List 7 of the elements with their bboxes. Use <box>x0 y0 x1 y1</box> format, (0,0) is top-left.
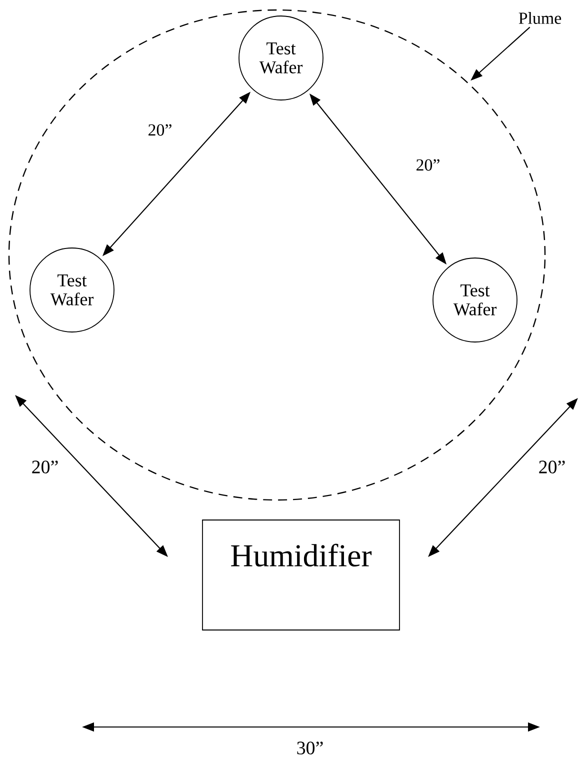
edge-label: 20” <box>148 124 172 136</box>
humidifier-box: Humidifier <box>202 520 400 630</box>
dimension-label: 20” <box>539 460 565 474</box>
edge-label: 20” <box>416 159 440 171</box>
plume-label: Plume <box>518 12 562 24</box>
dimension-label: 30” <box>297 742 323 754</box>
dimension-label: 20” <box>32 460 58 474</box>
